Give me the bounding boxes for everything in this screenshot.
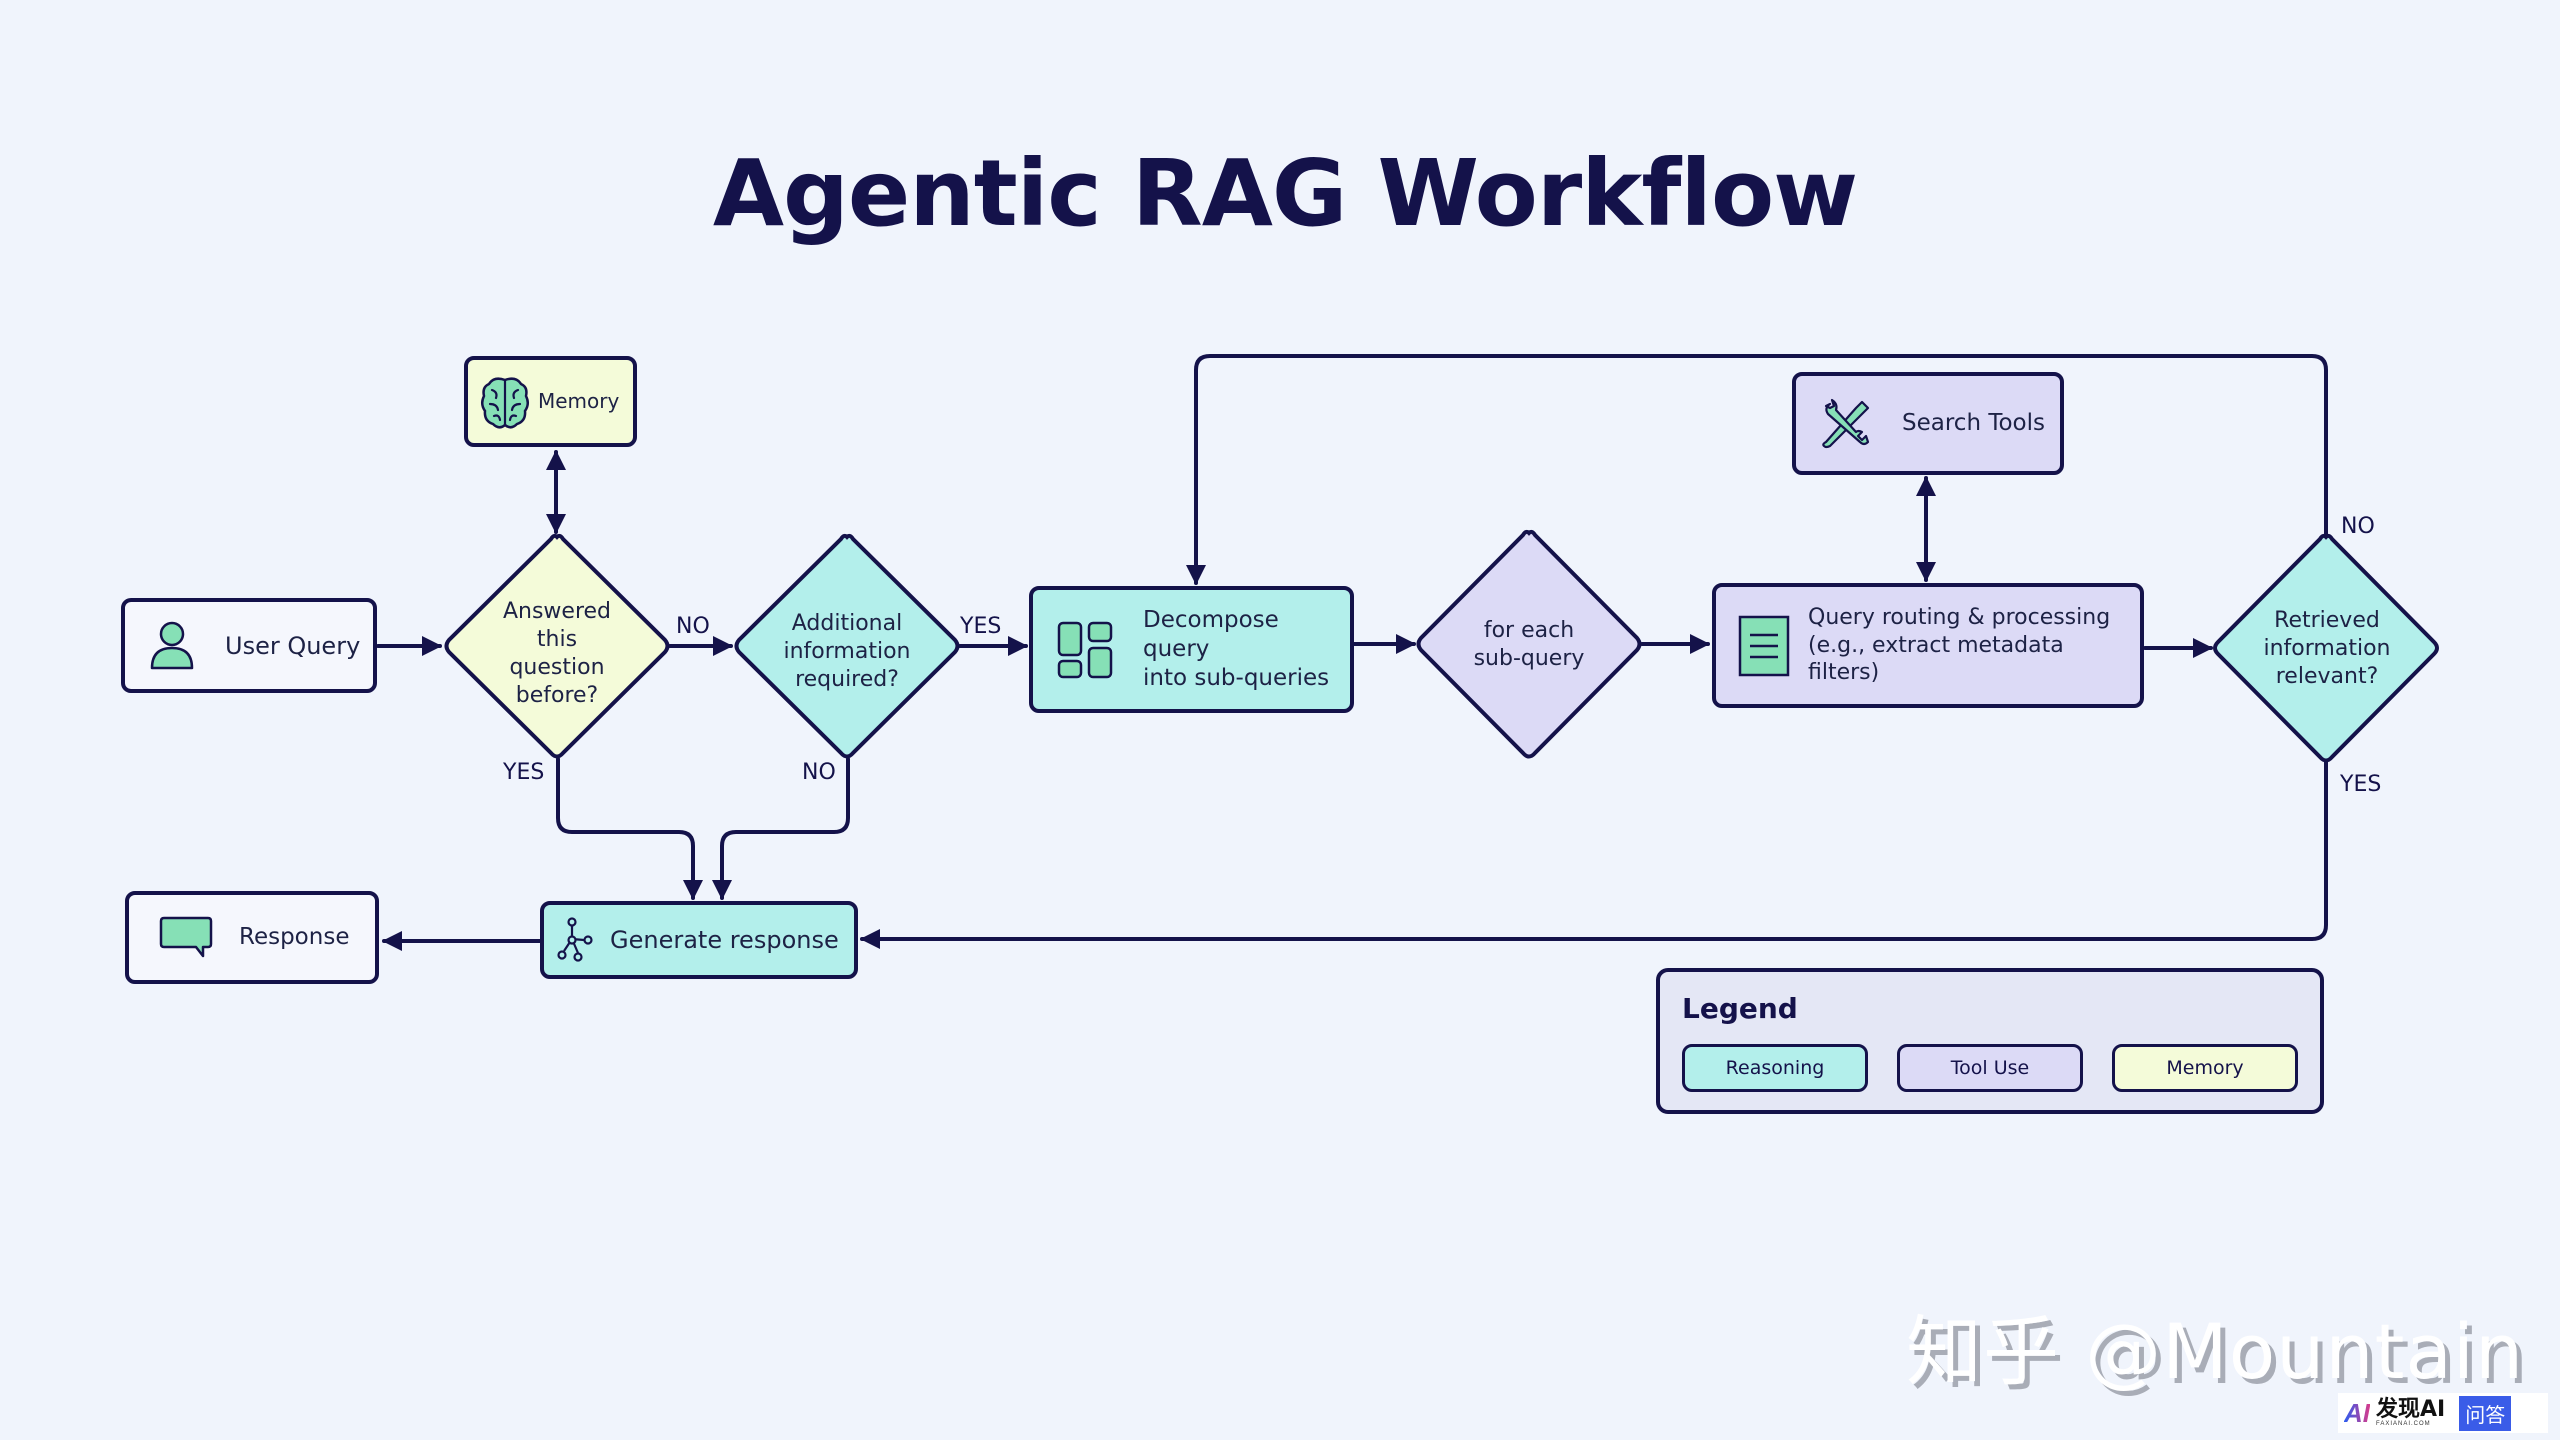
edge-retrieved-yes <box>860 760 2328 949</box>
node-generate-response[interactable]: Generate response <box>540 901 858 979</box>
badge-brand-name: 发现AI <box>2376 1397 2446 1422</box>
diamond-additional-info <box>734 533 960 759</box>
ai-logo-icon: AI <box>2344 1397 2370 1428</box>
chat-bubble-icon <box>159 916 213 957</box>
user-query-label: User Query <box>225 631 361 660</box>
search-tools-label: Search Tools <box>1902 410 2045 437</box>
edge-label-additional-yes: YES <box>960 614 1002 639</box>
edge-label-answered-yes: YES <box>503 760 545 785</box>
diamond-for-each <box>1416 529 1642 759</box>
generate-response-label: Generate response <box>610 926 839 954</box>
response-label: Response <box>239 924 350 951</box>
edge-label-retrieved-yes: YES <box>2340 772 2382 797</box>
node-response[interactable]: Response <box>125 891 379 984</box>
node-user-query[interactable]: User Query <box>121 598 377 693</box>
badge-brand: 发现AI FAXIANAI.COM <box>2376 1397 2446 1428</box>
edge-answered-yes <box>556 757 703 900</box>
additional-info-label: Additional information required? <box>783 611 911 693</box>
grid-layout-icon <box>1057 621 1113 678</box>
diamond-answered-before <box>444 533 670 759</box>
diamond-retrieved-relevant <box>2213 533 2439 763</box>
legend-item-reasoning: Reasoning <box>1682 1044 1868 1092</box>
answered-before-label: Answered this question before? <box>502 599 612 709</box>
document-icon <box>1738 615 1790 676</box>
node-search-tools[interactable]: Search Tools <box>1792 372 2064 475</box>
legend: Legend Reasoning Tool Use Memory <box>1656 968 2324 1114</box>
network-icon <box>557 917 593 962</box>
decompose-label: Decompose query into sub-queries <box>1143 607 1330 691</box>
for-each-label: for each sub-query <box>1473 618 1585 672</box>
retrieved-relevant-label: Retrieved information relevant? <box>2263 608 2391 690</box>
edge-retrieved-no-loop <box>1186 354 2328 585</box>
legend-item-tool-use: Tool Use <box>1897 1044 2083 1092</box>
node-memory[interactable]: Memory <box>464 356 637 447</box>
edge-additional-no <box>712 757 850 900</box>
badge-brand-domain: FAXIANAI.COM <box>2376 1421 2431 1427</box>
diagram-title: Agentic RAG Workflow <box>712 140 1858 247</box>
legend-item-memory: Memory <box>2112 1044 2298 1092</box>
edge-label-retrieved-no: NO <box>2341 514 2375 539</box>
faxianai-badge[interactable]: AI 发现AI FAXIANAI.COM 问答 <box>2338 1393 2548 1433</box>
badge-qa-tag: 问答 <box>2459 1395 2512 1431</box>
memory-label: Memory <box>538 389 620 413</box>
query-routing-label: Query routing & processing (e.g., extrac… <box>1808 605 2111 686</box>
edge-label-additional-no: NO <box>802 760 836 785</box>
edge-label-answered-no: NO <box>676 614 710 639</box>
node-decompose[interactable]: Decompose query into sub-queries <box>1029 586 1354 713</box>
node-query-routing[interactable]: Query routing & processing (e.g., extrac… <box>1712 583 2144 708</box>
user-icon <box>150 621 194 669</box>
tools-icon <box>1822 398 1870 448</box>
watermark-text: 知乎 @Mountain <box>1906 1307 2525 1396</box>
brain-icon <box>481 376 529 428</box>
legend-title: Legend <box>1682 992 1798 1025</box>
